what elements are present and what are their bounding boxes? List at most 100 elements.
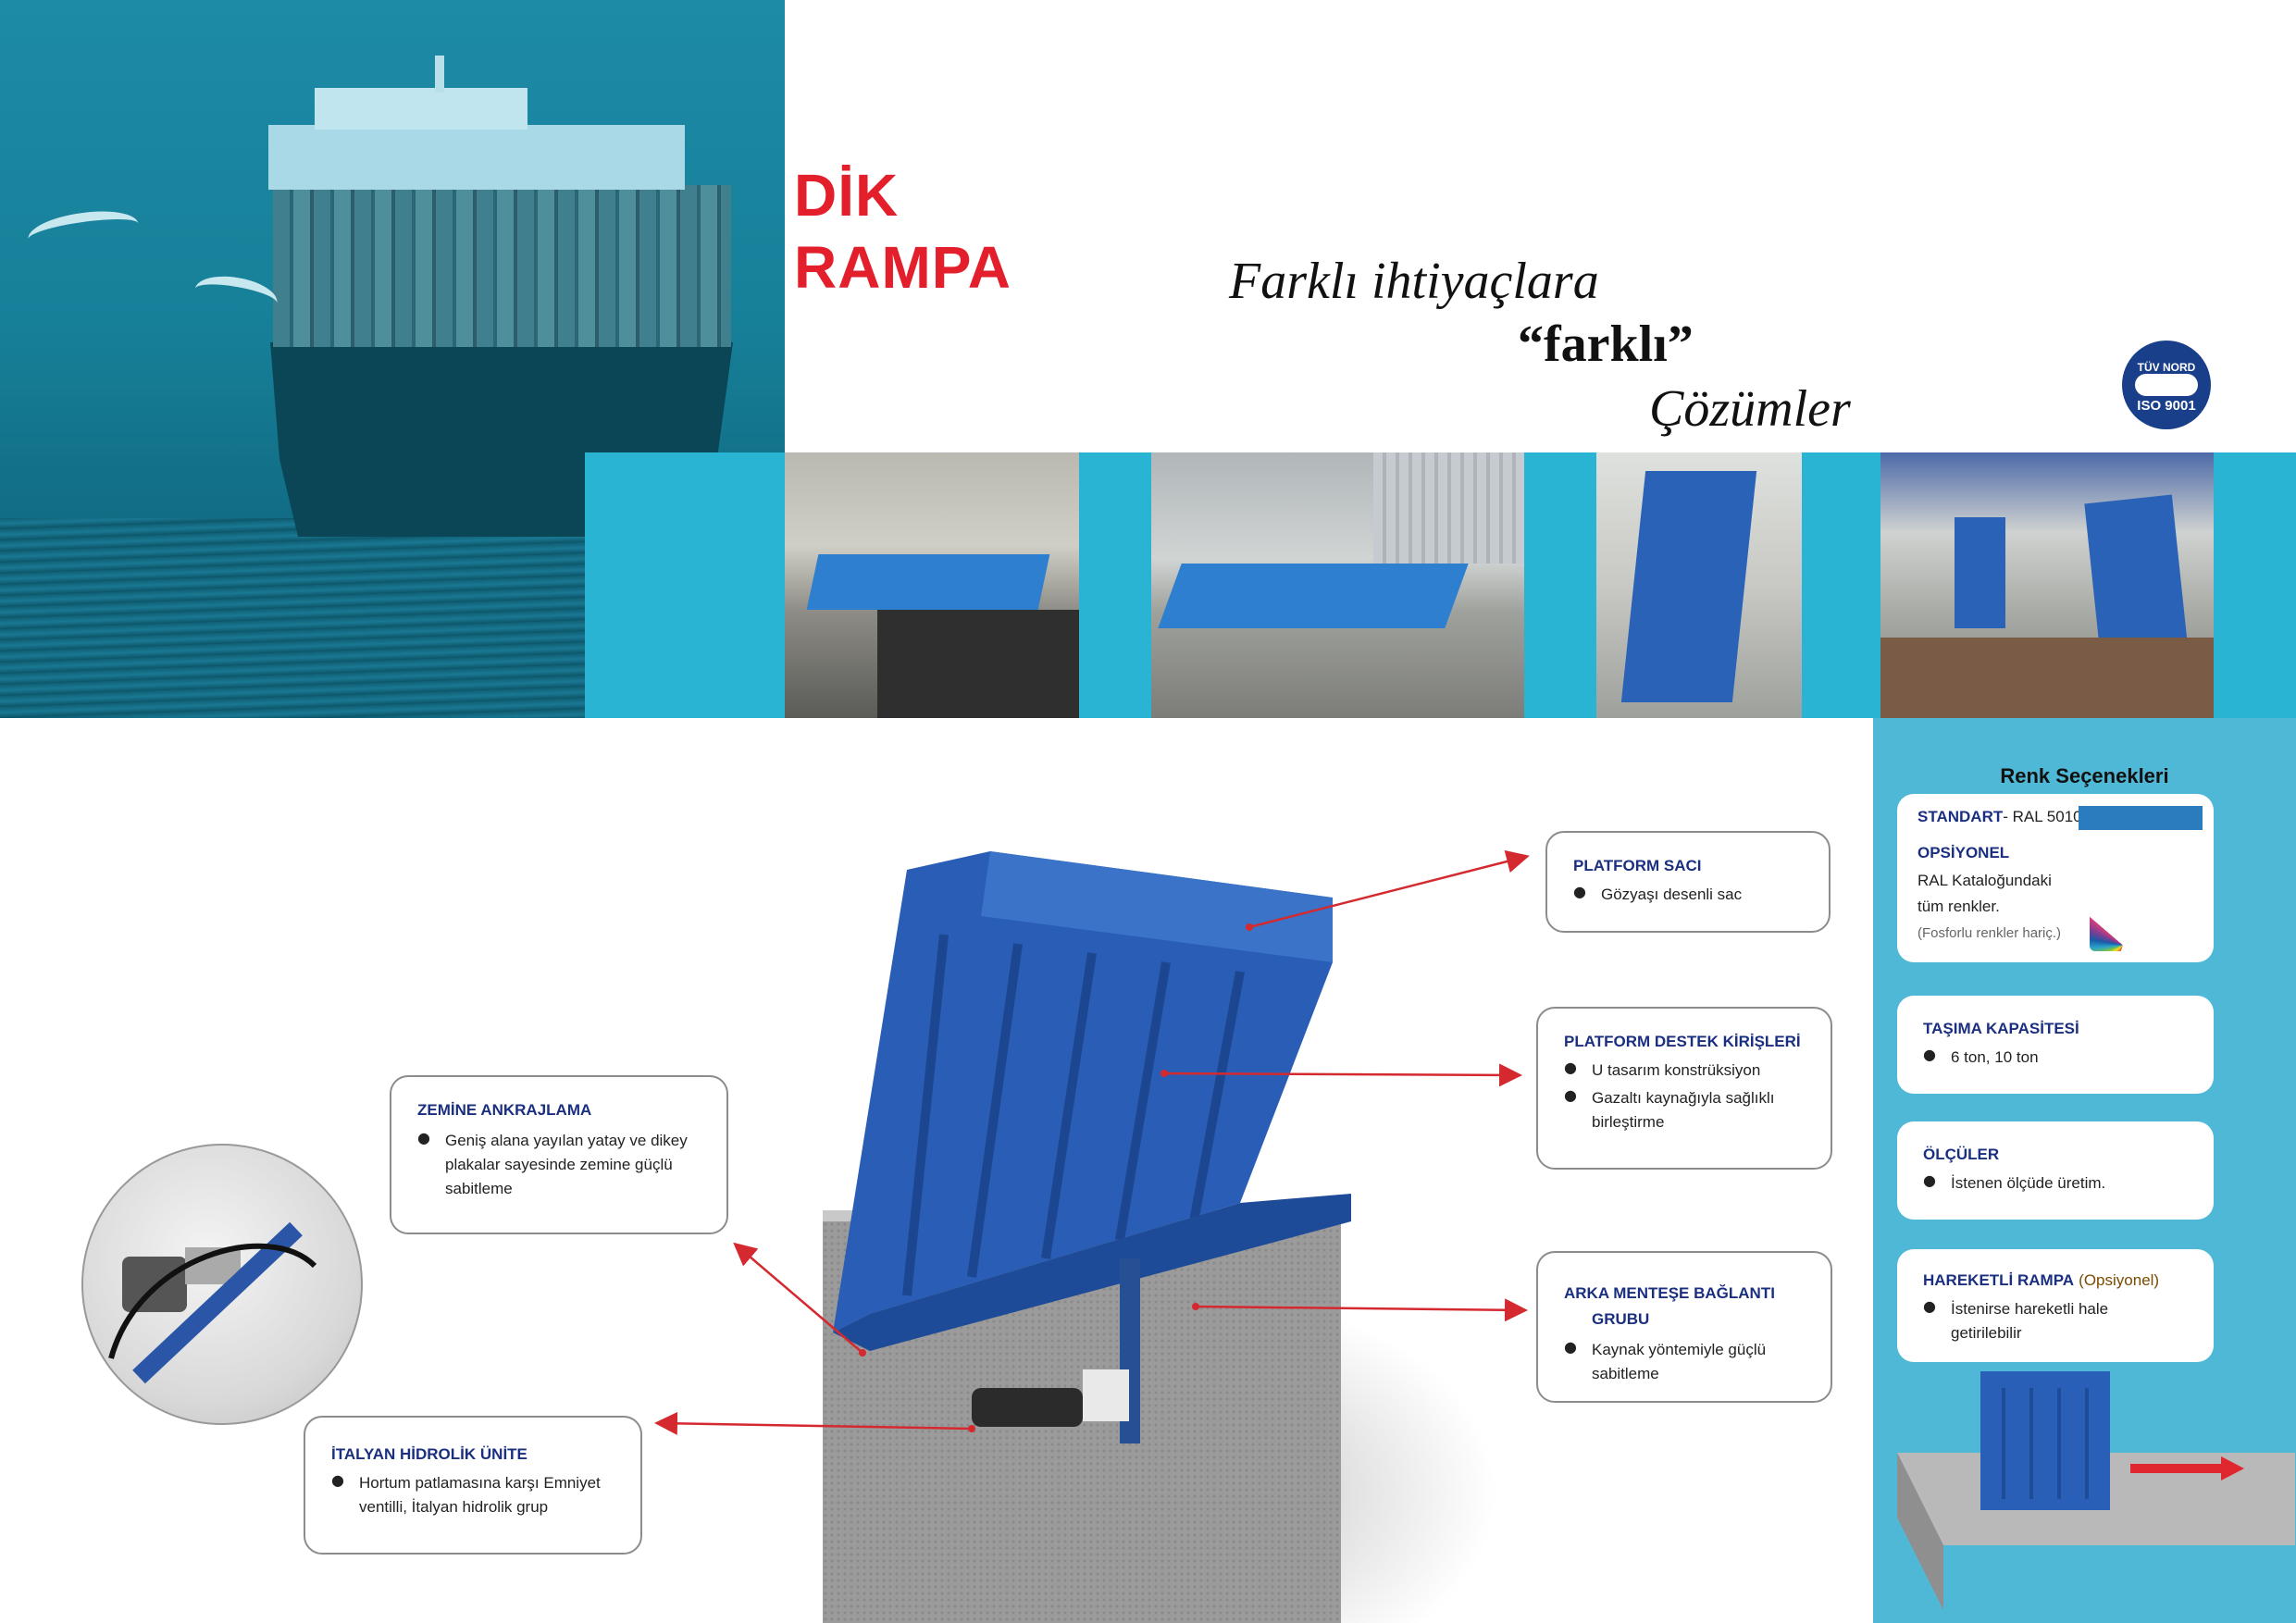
callout-line: Hortum patlamasına karşı Emniyet <box>359 1474 601 1492</box>
title-line-1: DİK <box>794 162 900 229</box>
capacity-value: 6 ton, 10 ton <box>1951 1048 2039 1066</box>
callout-arka-mentese: ARKA MENTEŞE BAĞLANTI GRUBU ● Kaynak yön… <box>1536 1251 1832 1403</box>
hinge-bar <box>833 1194 1351 1351</box>
mobile-ramp-line-1: İstenirse hareketli hale <box>1951 1300 2109 1318</box>
capacity-item: ● 6 ton, 10 ton <box>1923 1046 2039 1070</box>
optional-label: OPSİYONEL <box>1917 844 2010 861</box>
callout-italyan-hidrolik: İTALYAN HİDROLİK ÜNİTE ● Hortum patlamas… <box>304 1416 642 1555</box>
arrow-zemine-ankrajlama <box>733 1242 863 1354</box>
bullet-icon: ● <box>417 1129 430 1146</box>
bullet-icon: ● <box>1564 1338 1577 1356</box>
standard-label: STANDART <box>1917 808 2004 825</box>
arrow-arka-mentese <box>1195 1298 1528 1322</box>
page-title: DİK RAMPA <box>794 159 1011 304</box>
optional-note: (Fosforlu renkler hariç.) <box>1917 925 2062 941</box>
capacity-heading: TAŞIMA KAPASİTESİ <box>1923 1020 2079 1037</box>
arrow-origin-dot <box>1192 1303 1199 1310</box>
callout-item: ● Kaynak yöntemiyle güçlü sabitleme <box>1564 1338 1766 1386</box>
dimensions-card: ÖLÇÜLER ● İstenen ölçüde üretim. <box>1897 1121 2214 1220</box>
callout-line: Kaynak yöntemiyle güçlü <box>1592 1341 1767 1358</box>
mobile-ramp-illustration <box>1897 1371 2295 1610</box>
bullet-icon: ● <box>1923 1046 1936 1063</box>
optional-line-2: tüm renkler. <box>1917 898 2000 915</box>
arrow-platform-saci <box>1248 849 1530 929</box>
optional-line-1: RAL Kataloğundaki <box>1917 872 2052 889</box>
arrow-destek-kirisleri <box>1163 1063 1522 1087</box>
ship-bridge-upper <box>315 88 527 130</box>
ramp-photo-2 <box>1151 452 1524 718</box>
bullet-icon: ● <box>1573 883 1586 900</box>
standard-value: - RAL 5010 <box>2003 808 2082 825</box>
oil-tank <box>1083 1369 1129 1421</box>
callout-heading: PLATFORM SACI <box>1573 857 1702 874</box>
accent-block <box>2214 452 2296 718</box>
callout-heading: ARKA MENTEŞE BAĞLANTI <box>1564 1284 1775 1302</box>
arrow-origin-dot <box>859 1349 866 1357</box>
callout-zemine-ankrajlama: ZEMİNE ANKRAJLAMA ● Geniş alana yayılan … <box>390 1075 728 1234</box>
ral-5010-swatch <box>2079 806 2203 830</box>
callout-item-text: Geniş alana yayılan yatay ve dikey plaka… <box>445 1129 688 1201</box>
callout-item: ● Hortum patlamasına karşı Emniyet venti… <box>331 1471 601 1519</box>
slogan-line-3: Çözümler <box>1649 380 1851 438</box>
truck-bed <box>877 610 1079 718</box>
hydraulic-unit-drawing <box>108 1221 317 1384</box>
title-line-2: RAMPA <box>794 234 1011 301</box>
bullet-icon: ● <box>1564 1086 1577 1104</box>
mobile-ramp-item: ● İstenirse hareketli hale getirilebilir <box>1923 1297 2108 1345</box>
iso-badge-top: TÜV NORD <box>2137 361 2196 374</box>
callout-line: Geniş alana yayılan yatay ve dikey <box>445 1132 688 1149</box>
strip-curtain <box>1373 452 1524 564</box>
ral-color-fan-image <box>2090 831 2201 951</box>
hydraulic-piston <box>132 1221 303 1384</box>
movement-arrow-icon <box>2130 1456 2244 1481</box>
hydraulic-motor <box>972 1388 1083 1427</box>
callout-item-text: Hortum patlamasına karşı Emniyet ventill… <box>359 1471 601 1519</box>
callout-platform-saci: PLATFORM SACI ● Gözyaşı desenli sac <box>1545 831 1831 933</box>
callout-line: plakalar sayesinde zemine güçlü <box>445 1156 673 1173</box>
bullet-icon: ● <box>1564 1059 1577 1076</box>
mobile-ramp-text: İstenirse hareketli hale getirilebilir <box>1951 1297 2108 1345</box>
bullet-icon: ● <box>1923 1297 1936 1315</box>
hydraulic-hose <box>108 1243 317 1359</box>
callout-item: ● Geniş alana yayılan yatay ve dikey pla… <box>417 1129 688 1201</box>
slogan-line-2: “farklı” <box>1518 316 1694 373</box>
callout-line: birleştirme <box>1592 1113 1665 1131</box>
dimensions-heading: ÖLÇÜLER <box>1923 1146 2000 1163</box>
callout-line: ventilli, İtalyan hidrolik grup <box>359 1498 549 1516</box>
rail-side <box>1897 1453 1943 1610</box>
bullet-icon: ● <box>1923 1171 1936 1189</box>
dock-leveler-illustration <box>833 851 1351 1443</box>
slogan-line-1: Farklı ihtiyaçlara <box>1229 253 1599 310</box>
ramp-photo-1 <box>785 452 1079 718</box>
callout-item-text: Gazaltı kaynağıyla sağlıklı birleştirme <box>1592 1086 1774 1134</box>
color-options-heading: Renk Seçenekleri <box>2000 764 2169 787</box>
mobile-ramp-card: HAREKETLİ RAMPA (Opsiyonel) ● İstenirse … <box>1897 1249 2214 1362</box>
callout-line: sabitleme <box>445 1180 513 1197</box>
callout-heading: İTALYAN HİDROLİK ÜNİTE <box>331 1445 527 1463</box>
pump-motor <box>122 1257 187 1312</box>
mobile-ramp-heading: HAREKETLİ RAMPA <box>1923 1271 2075 1289</box>
dimensions-value: İstenen ölçüde üretim. <box>1951 1174 2106 1192</box>
ramp-platform <box>1955 517 2005 628</box>
callout-item: ● Gözyaşı desenli sac <box>1573 883 1742 907</box>
accent-block <box>585 452 785 718</box>
support-beams <box>902 934 1245 1296</box>
callout-item-text: Gözyaşı desenli sac <box>1601 886 1743 903</box>
callout-line: Gazaltı kaynağıyla sağlıklı <box>1592 1089 1775 1107</box>
dock-wall <box>1880 638 2214 718</box>
hydraulic-unit-photo <box>81 1144 363 1425</box>
container-stack <box>273 185 731 347</box>
ramp-photo-4 <box>1880 452 2214 718</box>
callout-line: sabitleme <box>1592 1365 1659 1382</box>
arrow-origin-dot <box>1246 923 1253 931</box>
ship-bridge <box>268 125 685 190</box>
badge-ring <box>2135 374 2198 396</box>
bullet-icon: ● <box>331 1471 344 1489</box>
capacity-card: TAŞIMA KAPASİTESİ ● 6 ton, 10 ton <box>1897 996 2214 1094</box>
accent-block <box>1079 452 1151 718</box>
platform-plate <box>833 851 1333 1332</box>
callout-item-text: Kaynak yöntemiyle güçlü sabitleme <box>1592 1338 1766 1386</box>
callout-heading: PLATFORM DESTEK KİRİŞLERİ <box>1564 1033 1801 1050</box>
arrow-italyan-hidrolik <box>654 1411 973 1435</box>
